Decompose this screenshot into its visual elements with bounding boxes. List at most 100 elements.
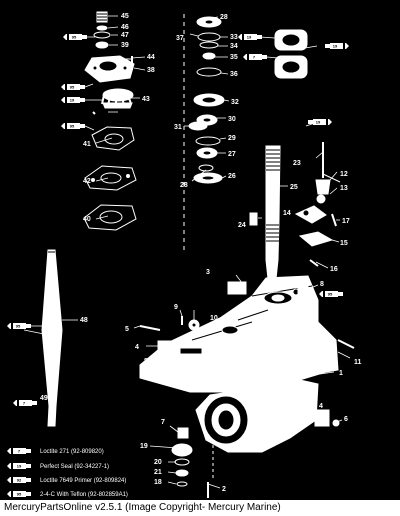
callout-25: 25: [290, 184, 298, 191]
callout-8: 8: [320, 281, 324, 288]
callout-7: 7: [161, 419, 165, 426]
callout-20: 20: [154, 459, 162, 466]
anode-3: [227, 281, 247, 295]
nut-21: [175, 469, 189, 477]
callout-5: 5: [125, 326, 129, 333]
callout-4: 4: [319, 403, 323, 410]
callout-48: 48: [80, 317, 88, 324]
tube-marker-19-label: 19: [316, 120, 321, 125]
callout-6: 6: [344, 416, 348, 423]
callout-30: 30: [228, 116, 236, 123]
callout-49: 49: [40, 395, 48, 402]
callout-36: 36: [230, 71, 238, 78]
screw-17: [331, 213, 337, 227]
callout-29: 29: [228, 135, 236, 142]
callout-28: 28: [180, 182, 188, 189]
plug-8-lower: [159, 355, 167, 367]
callout-3: 3: [206, 269, 210, 276]
callout-2: 2: [222, 486, 226, 493]
legend-row-perfect-seal: 19 Perfect Seal (92-34227-1): [7, 463, 109, 470]
tube-marker-95: 95: [61, 123, 85, 129]
callout-11: 11: [354, 359, 362, 366]
svg-text:7: 7: [18, 449, 21, 454]
callout-12: 12: [340, 171, 348, 178]
tube-marker-7: 7: [13, 400, 37, 406]
impeller: [101, 88, 134, 109]
water-pump-body: [84, 55, 135, 83]
legend-row-loctite-271: 7 Loctite 271 (92-809820): [7, 448, 104, 455]
washer-20: [174, 458, 190, 466]
callout-17: 17: [342, 218, 350, 225]
callout-18: 18: [154, 479, 162, 486]
callout-14: 14: [283, 210, 291, 217]
pinion-gear-19: [171, 443, 193, 457]
callout-31: 31: [174, 124, 182, 131]
callout-39: 39: [121, 42, 129, 49]
sealant-legend: 7 Loctite 271 (92-809820) 19 Perfect Sea…: [7, 448, 128, 498]
callout-46: 46: [121, 24, 129, 31]
seal-46: [96, 25, 108, 31]
callout-10: 10: [210, 315, 218, 322]
tube-marker-95: 95: [63, 34, 87, 40]
tube-marker-19-label: 19: [333, 44, 338, 49]
callout-33: 33: [230, 34, 238, 41]
stud-5: [139, 325, 161, 331]
tube-marker-19: 19: [61, 97, 85, 103]
o-ring-33: [197, 32, 221, 42]
tube-marker-95: 95: [61, 84, 85, 90]
callout-23: 23: [293, 160, 301, 167]
callout-24: 24: [238, 222, 246, 229]
o-ring-47: [93, 31, 111, 39]
callout-9: 9: [174, 304, 178, 311]
callout-34: 34: [230, 43, 238, 50]
callout-26: 26: [228, 173, 236, 180]
water-pump-grommet: [96, 11, 108, 23]
callout-35: 35: [230, 54, 238, 61]
screw-7: [177, 427, 189, 439]
callout-4: 4: [135, 344, 139, 351]
svg-text:19: 19: [17, 464, 22, 469]
svg-text:7: 7: [253, 55, 256, 60]
svg-text:95: 95: [328, 292, 333, 297]
washer-4-upper: [157, 340, 177, 352]
svg-text:95: 95: [72, 35, 77, 40]
bearing-cup-32: [193, 93, 225, 107]
svg-text:Loctite 7649 Primer (92-809824: Loctite 7649 Primer (92-809824): [40, 478, 126, 484]
legend-row-2-4-c-with-teflon: 95 2-4-C With Teflon (92-802859A1): [7, 491, 128, 498]
screw-10: [188, 319, 200, 331]
callout-19: 19: [140, 443, 148, 450]
callout-1: 1: [339, 370, 343, 377]
oil-seal-carrier: [196, 16, 222, 28]
svg-text:92: 92: [17, 478, 22, 483]
thrust-race-31: [188, 121, 208, 131]
washer-34: [199, 41, 219, 49]
seal-15: [298, 231, 334, 247]
callout-45: 45: [121, 13, 129, 20]
callout-15: 15: [340, 240, 348, 247]
plug-8-right: [297, 285, 309, 299]
pin-16: [309, 259, 319, 267]
callout-8: 8: [144, 358, 148, 365]
svg-text:19: 19: [70, 98, 75, 103]
shift-coupler-14: [294, 205, 327, 224]
callout-13: 13: [340, 185, 348, 192]
oil-seal-right-top: [274, 29, 308, 51]
washer-18: [176, 481, 188, 487]
svg-text:95: 95: [17, 492, 22, 497]
callout-43: 43: [142, 96, 150, 103]
svg-text:95: 95: [70, 85, 75, 90]
tube-marker-95: 95: [319, 291, 343, 297]
leader-lines: [49, 15, 351, 489]
water-tube: [41, 249, 63, 427]
callout-21: 21: [154, 469, 162, 476]
pin-11: [337, 339, 355, 349]
tube-marker-7: 7: [243, 54, 267, 60]
callout-40: 40: [83, 216, 91, 223]
svg-text:2-4-C With Teflon (92-802859A1: 2-4-C With Teflon (92-802859A1): [40, 492, 128, 498]
lower-unit-exploded-diagram: 95 95 19 95 19 7 19 19 95 7 95 45 46 47 …: [7, 11, 362, 498]
sleeve-29: [195, 136, 221, 146]
grommet-39: [95, 41, 109, 49]
seal-35: [202, 52, 216, 60]
callout-labels: 45 46 47 39 44 38 43 41 42 40 28 37 33 3…: [40, 13, 362, 493]
pad-4-lower: [314, 409, 330, 427]
